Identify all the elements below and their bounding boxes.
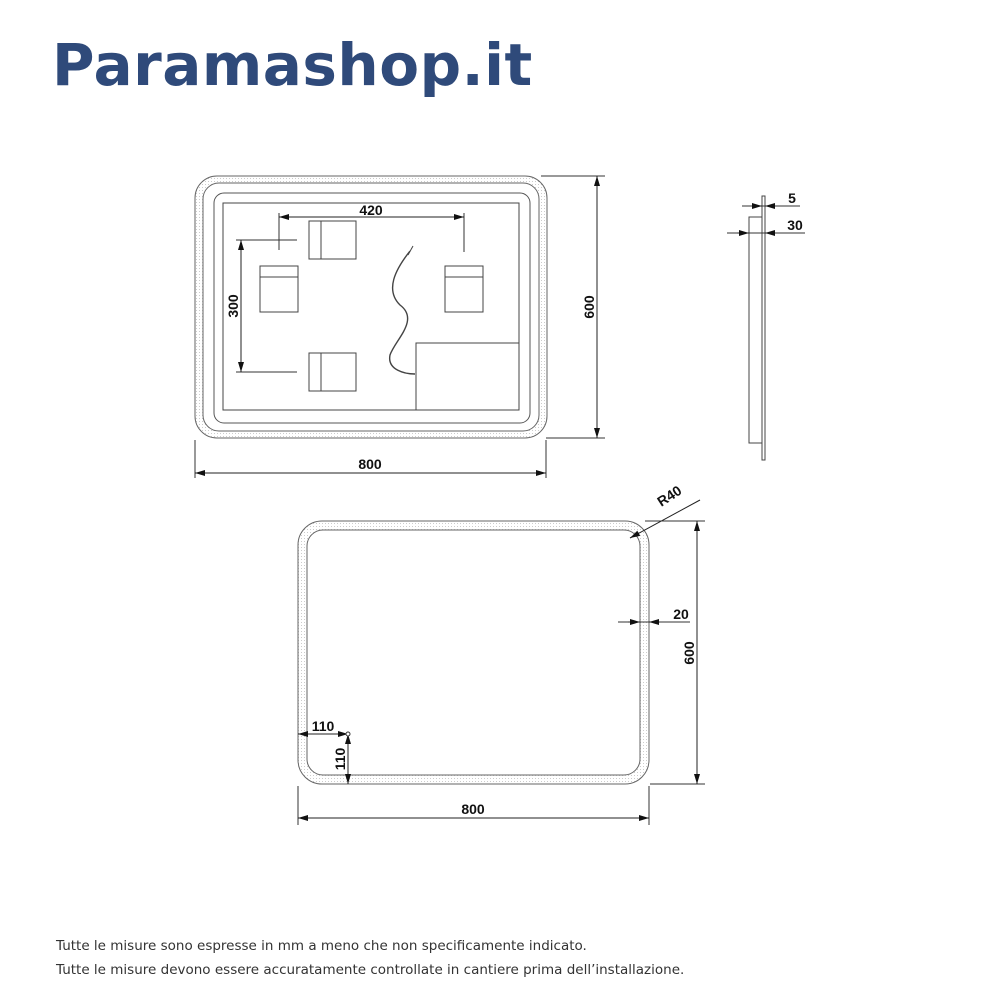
dim-offset-y: 110	[332, 747, 348, 770]
dim-led-width: 20	[673, 606, 689, 622]
dim-back-height: 600	[681, 641, 697, 665]
dim-front-width: 800	[358, 456, 382, 472]
dim-corner-radius: R40	[654, 482, 684, 510]
side-view	[727, 195, 805, 461]
note-line: Tutte le misure devono essere accuratame…	[56, 962, 685, 978]
front-view	[194, 175, 605, 478]
dim-offset-x: 110	[312, 718, 335, 734]
dim-front-height: 600	[581, 295, 597, 319]
back-view	[297, 499, 705, 825]
dim-glass-thickness: 5	[788, 190, 796, 206]
footer-notes: Tutte le misure sono espresse in mm a me…	[56, 934, 684, 982]
dim-depth: 30	[787, 217, 803, 233]
dim-420: 420	[359, 202, 383, 218]
note-line: Tutte le misure sono espresse in mm a me…	[56, 938, 587, 954]
dim-300: 300	[225, 294, 241, 318]
dim-back-width: 800	[461, 801, 485, 817]
brand-logo: Paramashop.it	[52, 31, 533, 99]
